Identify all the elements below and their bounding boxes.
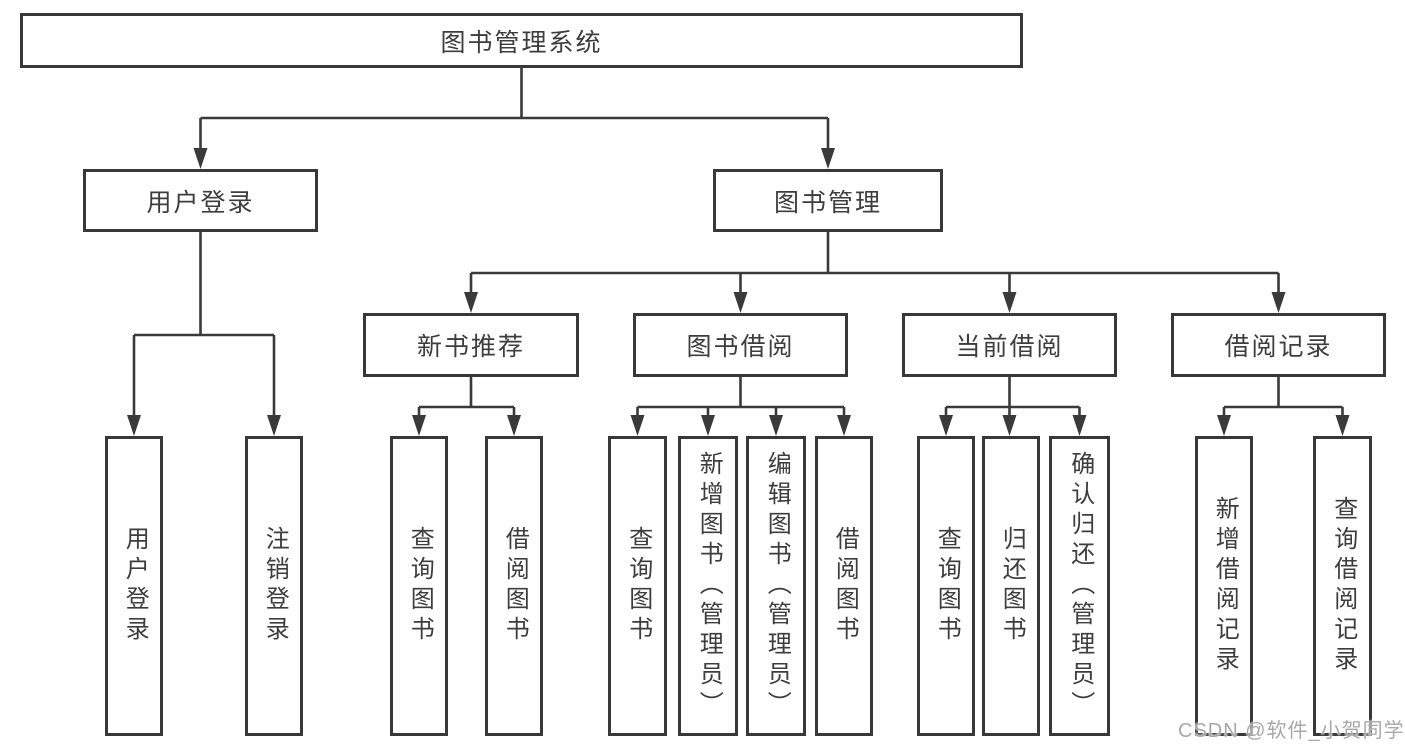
node-label: 新增图书（管理员） [695,451,723,721]
leaf-borrow-books: 借阅图书 [815,436,873,736]
node-label: 编辑图书（管理员） [763,451,791,721]
node-label: 借阅图书 [501,526,529,646]
node-label: 新书推荐 [416,333,525,361]
leaf-add-borrow-record: 新增借阅记录 [1195,436,1253,736]
node-library-management-system: 图书管理系统 [20,13,1023,68]
node-label: 借阅图书 [831,526,859,646]
node-label: 新增借阅记录 [1211,496,1239,676]
node-current-borrow: 当前借阅 [902,313,1117,377]
leaf-query-books-borrow: 查询图书 [608,436,667,736]
leaf-query-books-recommend: 查询图书 [390,436,448,736]
node-label: 注销登录 [261,526,289,646]
node-label: 查询借阅记录 [1329,496,1357,676]
node-label: 查询图书 [933,526,961,646]
leaf-borrow-books-recommend: 借阅图书 [485,436,543,736]
leaf-return-book: 归还图书 [982,436,1040,736]
node-book-management: 图书管理 [713,169,943,232]
node-label: 当前借阅 [955,333,1064,361]
node-borrow-records: 借阅记录 [1171,313,1386,377]
leaf-logout: 注销登录 [245,436,303,736]
node-label: 查询图书 [624,526,652,646]
node-label: 图书借阅 [686,333,795,361]
watermark: CSDN @软件_小贺同学 [1178,720,1405,742]
node-label: 确认归还（管理员） [1066,451,1094,721]
node-label: 归还图书 [998,526,1026,646]
leaf-user-login: 用户登录 [105,436,163,736]
leaf-edit-book-admin: 编辑图书（管理员） [746,436,806,736]
leaf-query-borrow-record: 查询借阅记录 [1313,436,1372,736]
node-user-login: 用户登录 [83,169,318,232]
node-new-book-recommend: 新书推荐 [363,313,579,377]
node-label: 用户登录 [121,526,149,646]
leaf-confirm-return-admin: 确认归还（管理员） [1049,436,1110,736]
node-book-borrow: 图书借阅 [633,313,848,377]
node-label: 图书管理 [773,188,882,217]
leaf-query-books-current: 查询图书 [917,436,975,736]
node-label: 图书管理系统 [440,28,603,57]
node-label: 借阅记录 [1224,333,1333,361]
node-label: 用户登录 [146,188,255,217]
node-label: 查询图书 [406,526,434,646]
leaf-add-book-admin: 新增图书（管理员） [678,436,738,736]
